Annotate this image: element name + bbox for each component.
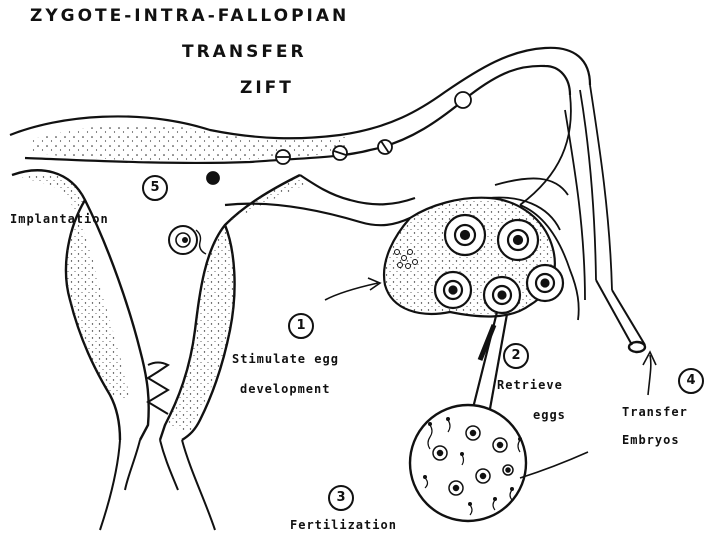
follicles	[433, 213, 565, 315]
fimbriae	[487, 84, 613, 321]
uterus	[11, 169, 301, 442]
fallopian-tube-upper	[9, 46, 592, 165]
step-1-number: 1	[288, 313, 314, 339]
pointer-arrows	[324, 277, 657, 479]
step-5-label: Implantation	[10, 212, 109, 226]
step-3-number: 3	[328, 485, 354, 511]
step-2-label-line-2: eggs	[533, 408, 566, 422]
uterine-wall-stipple-left	[20, 174, 130, 400]
step-3-label: Fertilization	[290, 518, 397, 532]
step-4-label-line-2: Embryos	[622, 433, 680, 447]
title-line-2: TRANSFER	[182, 42, 307, 62]
title-line-3: ZIFT	[240, 78, 294, 98]
ovary-small-follicles	[394, 249, 418, 269]
retrieval-needle	[468, 311, 509, 421]
implanted-embryo	[168, 225, 207, 255]
step-2-number: 2	[503, 343, 529, 369]
step-2-label-line-1: Retrieve	[497, 378, 563, 392]
uterine-wall-stipple-right	[165, 175, 305, 432]
step-1-label-line-2: development	[240, 382, 331, 396]
title-line-1: ZYGOTE-INTRA-FALLOPIAN	[30, 6, 350, 26]
fallopian-tube-lower	[224, 174, 416, 227]
tube-embryos	[206, 91, 472, 185]
step-4-label-line-1: Transfer	[622, 405, 688, 419]
step-5-number: 5	[142, 175, 168, 201]
transfer-catheter	[595, 279, 647, 354]
step-4-number: 4	[678, 368, 704, 394]
uterine-wall-stipple	[30, 124, 345, 161]
cervix	[99, 361, 216, 531]
fertilization-dish	[408, 403, 528, 523]
step-1-label-line-1: Stimulate egg	[232, 352, 339, 366]
